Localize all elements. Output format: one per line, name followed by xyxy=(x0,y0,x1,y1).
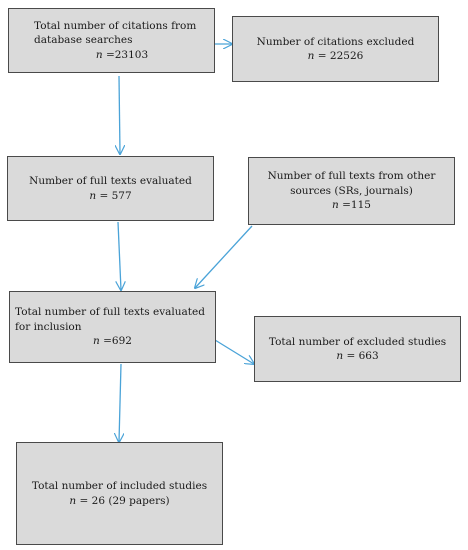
box-full-texts-other-count: n =115 xyxy=(332,199,371,212)
arrow-evaluated-to-inclusion xyxy=(118,221,121,290)
arrow-other-to-inclusion xyxy=(195,225,253,288)
box-full-texts-evaluated: Number of full texts evaluated n = 577 xyxy=(7,156,214,221)
box-citations-excluded-label: Number of citations excluded xyxy=(256,35,415,48)
box-excluded-studies-count: n = 663 xyxy=(336,350,379,362)
box-full-texts-evaluated-count: n = 577 xyxy=(89,189,132,202)
box-citations-searched: Total number of citations from database … xyxy=(8,8,215,73)
arrow-searched-to-evaluated xyxy=(119,75,120,154)
box-full-texts-for-inclusion-count: n =692 xyxy=(93,335,132,348)
box-included-studies: Total number of included studies n = 26 … xyxy=(16,442,223,545)
box-citations-searched-count: n =23103 xyxy=(95,48,149,61)
box-included-studies-count: n = 26 (29 papers) xyxy=(69,494,170,507)
box-full-texts-other: Number of full texts from other sources … xyxy=(248,157,455,225)
box-citations-excluded-count: n = 22526 xyxy=(307,50,364,62)
box-citations-excluded: Number of citations excluded n = 22526 xyxy=(232,16,439,82)
arrow-inclusion-to-included xyxy=(119,363,121,442)
arrow-inclusion-to-excluded xyxy=(214,339,254,364)
box-full-texts-other-label: Number of full texts from other sources … xyxy=(267,170,436,197)
box-included-studies-label: Total number of included studies xyxy=(31,480,208,493)
box-full-texts-evaluated-label: Number of full texts evaluated xyxy=(29,175,192,188)
box-citations-searched-label: Total number of citations from database … xyxy=(34,19,197,47)
box-excluded-studies-label: Total number of excluded studies xyxy=(268,335,447,348)
box-full-texts-for-inclusion: Total number of full texts evaluated for… xyxy=(9,291,216,363)
box-full-texts-for-inclusion-label: Total number of full texts evaluated for… xyxy=(15,306,205,333)
box-excluded-studies: Total number of excluded studies n = 663 xyxy=(254,316,461,382)
